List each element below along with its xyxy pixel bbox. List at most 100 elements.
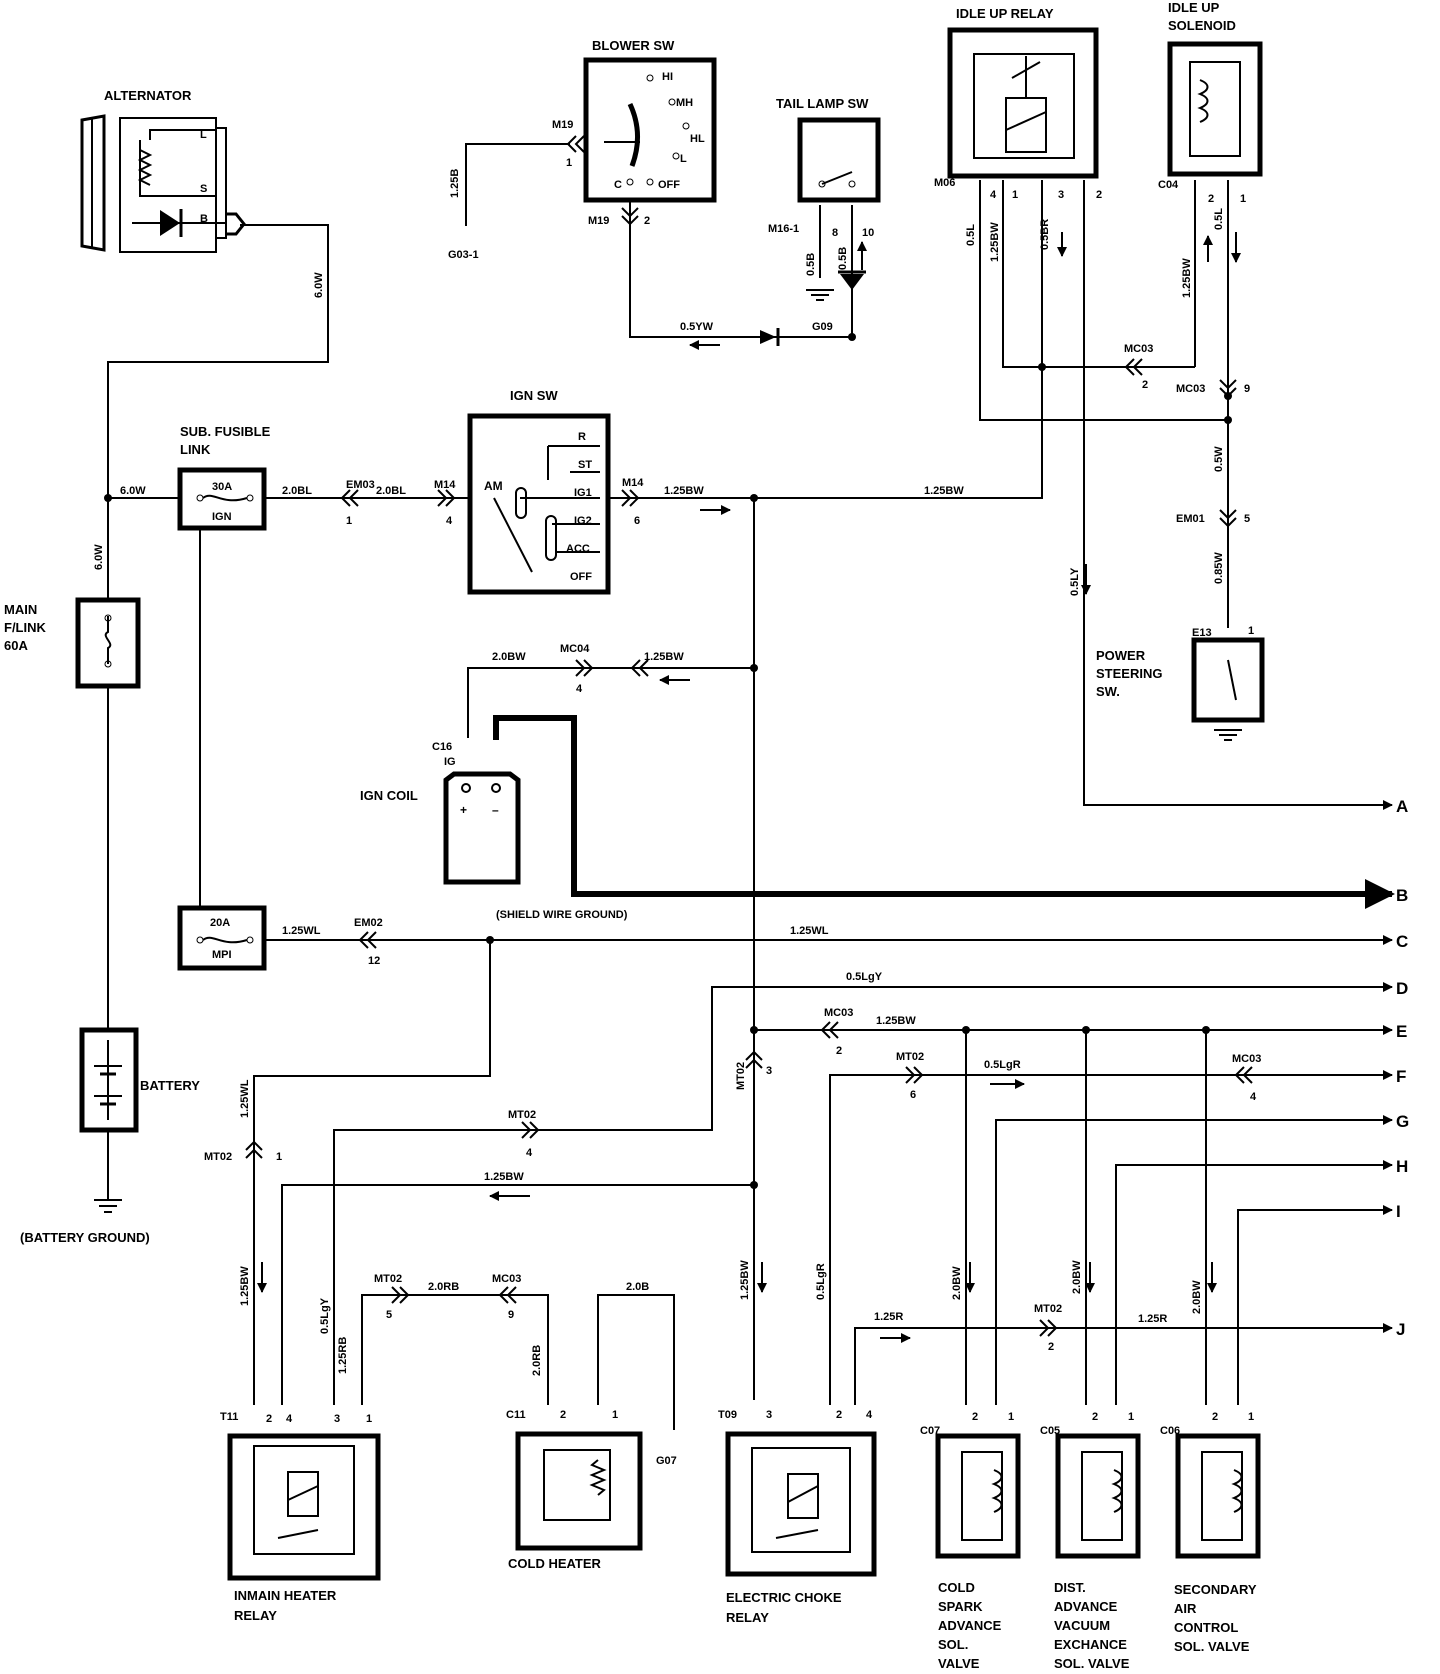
wire-05lgr-choke: 0.5LgR	[815, 1263, 827, 1300]
wire-6ow-b: 6.0W	[120, 485, 146, 497]
cold-heater: COLD HEATER	[508, 1431, 643, 1571]
wire-125bw-ign: 1.25BW	[664, 485, 704, 497]
conn-m06: M06	[934, 177, 955, 189]
conn-mc03d-pin: 4	[1250, 1091, 1257, 1103]
wire-2orb: 2.0RB	[428, 1281, 459, 1293]
inmain-heater-label-2: RELAY	[234, 1608, 277, 1623]
conn-c11-p1: 1	[612, 1409, 618, 1421]
fuse-30a-ign: IGN	[212, 511, 232, 523]
alt-term-l: L	[200, 129, 207, 141]
cold-spark-label-1: COLD	[938, 1580, 975, 1595]
alt-term-b: B	[200, 213, 208, 225]
output-arrows	[1084, 800, 1395, 1333]
cold-spark-label-3: ADVANCE	[938, 1618, 1002, 1633]
output-a: A	[1396, 797, 1408, 816]
output-f: F	[1396, 1067, 1406, 1086]
conn-em03: EM03	[346, 479, 375, 491]
main-flink-label-1: MAIN	[4, 602, 37, 617]
conn-e13-pin: 1	[1248, 625, 1254, 637]
wire-085w: 0.85W	[1213, 552, 1225, 584]
idle-up-solenoid-label-2: SOLENOID	[1168, 18, 1236, 33]
wire-05lgr-f: 0.5LgR	[984, 1059, 1021, 1071]
conn-mc04: MC04	[560, 643, 590, 655]
conn-mt02c: MT02	[204, 1151, 232, 1163]
conn-mt02e: MT02	[374, 1273, 402, 1285]
wire-2obw: 2.0BW	[492, 651, 526, 663]
conn-m14b: M14	[622, 477, 644, 489]
output-i: I	[1396, 1202, 1401, 1221]
wire-05b-tail2: 0.5B	[837, 247, 849, 270]
conn-c07-p1: 1	[1008, 1411, 1014, 1423]
svg-text:–: –	[492, 803, 499, 817]
conn-c05-p1: 1	[1128, 1411, 1134, 1423]
conn-mc03d: MC03	[1232, 1053, 1261, 1065]
ign-pos-acc: ACC	[566, 543, 590, 555]
conn-m14a-pin: 4	[446, 515, 453, 527]
conn-mt02f: MT02	[1034, 1303, 1062, 1315]
conn-m19a-pin: 1	[566, 157, 572, 169]
blower-pos-hl: HL	[690, 133, 705, 145]
alternator: ALTERNATOR L S B	[80, 88, 246, 253]
electric-choke-relay: ELECTRIC CHOKE RELAY	[725, 1431, 877, 1625]
ign-coil-conn: C16	[432, 741, 452, 753]
conn-c05-p2: 2	[1092, 1411, 1098, 1423]
blower-pos-mh: MH	[676, 97, 693, 109]
conn-g03: G03-1	[448, 249, 479, 261]
conn-mt02d-pin: 4	[526, 1147, 533, 1159]
wire-6ow-a: 6.0W	[313, 272, 325, 298]
direction-arrows	[257, 232, 1241, 1343]
conn-mt02e-pin: 5	[386, 1309, 392, 1321]
conn-t09-p4: 4	[866, 1409, 873, 1421]
power-steering-switch: POWER STEERING SW.	[1096, 637, 1265, 741]
ignition-switch: IGN SW R ST IG1 IG2 ACC OFF AM	[467, 388, 611, 595]
conn-m14b-pin: 6	[634, 515, 640, 527]
battery: BATTERY (BATTERY GROUND)	[20, 1027, 200, 1245]
ign-coil-label: IGN COIL	[360, 788, 418, 803]
electric-choke-label-2: RELAY	[726, 1610, 769, 1625]
wire-05yw: 0.5YW	[680, 321, 714, 333]
wire-125bw-sol: 1.25BW	[1181, 258, 1193, 298]
wires	[107, 143, 1380, 1430]
ps-sw-label-1: POWER	[1096, 648, 1146, 663]
conn-m16: M16-1	[768, 223, 799, 235]
ign-coil-ig: IG	[444, 756, 456, 768]
conn-c06-p1: 1	[1248, 1411, 1254, 1423]
conn-mc03b: MC03	[1176, 383, 1205, 395]
tail-lamp-sw-label: TAIL LAMP SW	[776, 96, 869, 111]
tail-lamp-switch: TAIL LAMP SW	[760, 96, 881, 346]
fuse-20a-mpi: MPI	[212, 949, 232, 961]
conn-m16-pin-b: 10	[862, 227, 874, 239]
connector-labels: EM03 1 M14 4 M14 6 M19 1 M19 2 G03-1 G09…	[204, 119, 1261, 1467]
conn-m06-p3: 3	[1058, 189, 1064, 201]
wire-05lgy-inmain: 0.5LgY	[319, 1297, 331, 1334]
conn-t09: T09	[718, 1409, 737, 1421]
sub-fusible-link: SUB. FUSIBLE LINK 30A IGN	[177, 424, 271, 531]
output-labels: A B C D E F G H I J	[1396, 797, 1409, 1339]
wire-05l-sol: 0.5L	[1213, 208, 1225, 230]
wire-125bw-relay: 1.25BW	[484, 1171, 524, 1183]
output-j: J	[1396, 1320, 1405, 1339]
svg-text:+: +	[460, 803, 467, 817]
dist-advance-label-5: SOL. VALVE	[1054, 1656, 1130, 1671]
dist-advance-label-1: DIST.	[1054, 1580, 1086, 1595]
junction-dots	[104, 333, 1232, 1189]
cold-spark-label-4: SOL.	[938, 1637, 968, 1652]
ign-pos-off: OFF	[570, 571, 592, 583]
conn-m19b: M19	[588, 215, 609, 227]
wire-125wl-b: 1.25WL	[790, 925, 829, 937]
blower-pos-l: L	[680, 153, 687, 165]
conn-t11-p1: 1	[366, 1413, 372, 1425]
conn-g07: G07	[656, 1455, 677, 1467]
wire-labels: 6.0W 6.0W 6.0W 2.0BL 2.0BL 1.25BW 1.25BW…	[93, 169, 1225, 1376]
conn-em03-pin: 1	[346, 515, 352, 527]
wire-125wl-c: 1.25WL	[239, 1079, 251, 1118]
conn-em02-pin: 12	[368, 955, 380, 967]
blower-pos-off: OFF	[658, 179, 680, 191]
output-d: D	[1396, 979, 1408, 998]
conn-m19a: M19	[552, 119, 573, 131]
conn-t11-p2: 2	[266, 1413, 272, 1425]
conn-c04: C04	[1158, 179, 1179, 191]
dist-advance-valve: DIST. ADVANCE VACUUM EXCHANCE SOL. VALVE	[1054, 1433, 1141, 1671]
wire-125bw-choke: 1.25BW	[739, 1260, 751, 1300]
conn-m14a: M14	[434, 479, 456, 491]
